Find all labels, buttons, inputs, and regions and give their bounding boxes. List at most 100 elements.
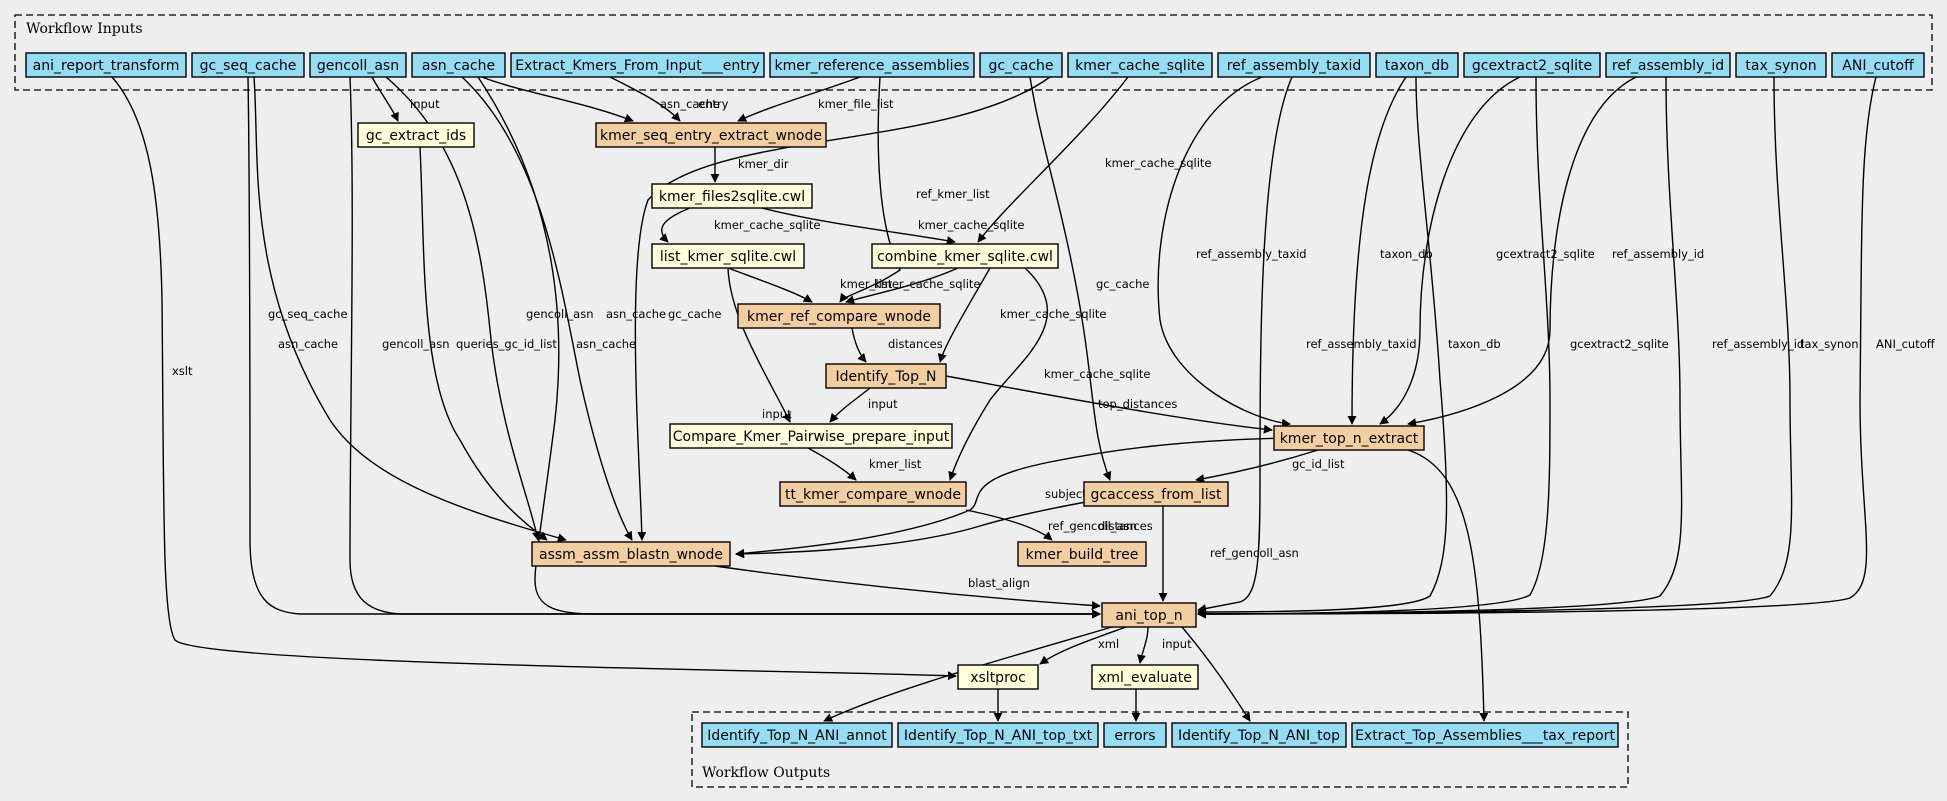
edge-line [1197, 76, 1448, 617]
step-node-kmer-files2sqlite-cwl[interactable]: kmer_files2sqlite.cwl [651, 183, 813, 209]
step-node-xml-evaluate[interactable]: xml_evaluate [1091, 664, 1199, 690]
node-box [1067, 52, 1213, 78]
edge-combine-kmer-sqlite-cwl-to-kmer-ref-compare-wnode: kmer_cache_sqlite [845, 267, 981, 305]
edge-label: ANI_cutoff [1876, 337, 1936, 351]
step-node-gc-extract-ids[interactable]: gc_extract_ids [357, 122, 475, 148]
edge-taxon-db-to-kmer-top-n-extract: taxon_db [1347, 76, 1433, 425]
input-node-gc-seq-cache[interactable]: gc_seq_cache [191, 52, 305, 78]
step-node-kmer-ref-compare-wnode[interactable]: kmer_ref_compare_wnode [737, 303, 941, 329]
edge-label: kmer_list [869, 457, 922, 471]
input-node-ref-assembly-id[interactable]: ref_assembly_id [1605, 52, 1731, 78]
edge-ref-assembly-taxid-to-kmer-top-n-extract: ref_assembly_taxid [1157, 76, 1307, 428]
edge-label: asn_cache [660, 97, 720, 111]
node-box [25, 52, 187, 78]
edge-label: tax_synon [1800, 337, 1859, 351]
input-node-ani-report-transform[interactable]: ani_report_transform [25, 52, 187, 78]
node-box [1605, 52, 1731, 78]
node-label: errors [1114, 728, 1155, 744]
input-node-tax-synon[interactable]: tax_synon [1735, 52, 1827, 78]
step-node-identify-top-n[interactable]: Identify_Top_N [825, 363, 947, 389]
output-node-errors[interactable]: errors [1103, 722, 1167, 748]
edge-label: gencoll_asn [382, 337, 450, 351]
step-node-list-kmer-sqlite-cwl[interactable]: list_kmer_sqlite.cwl [651, 243, 805, 269]
edge-line [823, 626, 1113, 722]
output-node-identify-top-n-ani-top-txt[interactable]: Identify_Top_N_ANI_top_txt [897, 722, 1099, 748]
step-node-assm-assm-blastn-wnode[interactable]: assm_assm_blastn_wnode [531, 541, 731, 567]
edge-line [948, 267, 1048, 481]
input-node-gc-cache[interactable]: gc_cache [979, 52, 1063, 78]
edge-label: entry [698, 97, 729, 111]
edge-label: input [762, 407, 792, 421]
output-node-identify-top-n-ani-annot[interactable]: Identify_Top_N_ANI_annot [701, 722, 893, 748]
node-box [701, 722, 893, 748]
step-node-combine-kmer-sqlite-cwl[interactable]: combine_kmer_sqlite.cwl [871, 243, 1059, 269]
edge-line [1039, 626, 1127, 665]
node-box [651, 243, 805, 269]
node-label: kmer_build_tree [1026, 547, 1139, 563]
node-box [411, 52, 506, 78]
edge-line [481, 76, 634, 123]
node-label: xsltproc [970, 670, 1026, 686]
node-box [1171, 722, 1347, 748]
input-node-ref-assembly-taxid[interactable]: ref_assembly_taxid [1217, 52, 1371, 78]
edge-line [349, 76, 1101, 619]
node-box [357, 122, 475, 148]
edge-gc-seq-cache-to-ani-top-n: asn_cache [247, 76, 1101, 619]
input-node-taxon-db[interactable]: taxon_db [1375, 52, 1459, 78]
step-node-tt-kmer-compare-wnode[interactable]: tt_kmer_compare_wnode [779, 481, 967, 507]
edge-compare-kmer-pairwise-prepare-input-to-tt-kmer-compare-wnode: kmer_list [807, 447, 922, 481]
output-node-extract-top-assemblies-tax-report[interactable]: Extract_Top_Assemblies___tax_report [1351, 722, 1619, 748]
edge-line [1137, 626, 1149, 664]
node-box [1017, 541, 1147, 567]
edge-kmer-top-n-extract-to-extract-top-assemblies-tax-report [1407, 449, 1489, 722]
node-label: asn_cache [422, 58, 495, 74]
edge-kmer-seq-entry-extract-wnode-to-kmer-files2sqlite-cwl: kmer_dir [710, 147, 789, 183]
input-node-extract-kmers-from-input-entry[interactable]: Extract_Kmers_From_Input___entry [510, 52, 765, 78]
step-node-xsltproc[interactable]: xsltproc [957, 664, 1039, 690]
output-node-identify-top-n-ani-top[interactable]: Identify_Top_N_ANI_top [1171, 722, 1347, 748]
edge-line [727, 267, 791, 423]
step-node-kmer-top-n-extract[interactable]: kmer_top_n_extract [1273, 425, 1425, 451]
edge-line [419, 146, 548, 541]
edge-line [1197, 76, 1877, 619]
node-label: kmer_cache_sqlite [1075, 58, 1205, 74]
input-node-ani-cutoff[interactable]: ANI_cutoff [1831, 52, 1925, 78]
edge-ani-top-n-to-xsltproc: xml [1039, 626, 1127, 665]
edge-line [727, 267, 813, 303]
step-node-compare-kmer-pairwise-prepare-input[interactable]: Compare_Kmer_Pairwise_prepare_input [669, 423, 953, 449]
input-node-gencoll-asn[interactable]: gencoll_asn [309, 52, 407, 78]
node-label: list_kmer_sqlite.cwl [660, 249, 796, 265]
step-node-ani-top-n[interactable]: ani_top_n [1101, 602, 1197, 628]
input-node-kmer-cache-sqlite[interactable]: kmer_cache_sqlite [1067, 52, 1213, 78]
node-box [1101, 602, 1197, 628]
edge-line [945, 375, 1273, 434]
input-node-kmer-reference-assemblies[interactable]: kmer_reference_assemblies [769, 52, 975, 78]
node-label: assm_assm_blastn_wnode [539, 547, 723, 563]
edge-label: gcextract2_sqlite [1570, 337, 1669, 351]
outputs-cluster [691, 711, 1629, 788]
edge-label: distances [888, 337, 943, 351]
edge-gcextract2-sqlite-to-kmer-top-n-extract: gcextract2_sqlite [1379, 76, 1595, 425]
node-box [779, 481, 967, 507]
step-node-gcaccess-from-list[interactable]: gcaccess_from_list [1083, 481, 1229, 507]
edge-gcextract2-sqlite-to-ani-top-n: gcextract2_sqlite [1197, 76, 1669, 619]
edge-identify-top-n-to-compare-kmer-pairwise-prepare-input: input [829, 387, 898, 423]
edge-line [1197, 76, 1551, 619]
edge-ani-top-n-to-identify-top-n-ani-annot [823, 626, 1113, 722]
edge-line [735, 497, 1109, 559]
edge-label: asn_cache [576, 337, 636, 351]
input-node-asn-cache[interactable]: asn_cache [411, 52, 506, 78]
step-node-kmer-seq-entry-extract-wnode[interactable]: kmer_seq_entry_extract_wnode [595, 122, 827, 148]
input-node-gcextract2-sqlite[interactable]: gcextract2_sqlite [1463, 52, 1601, 78]
node-label: kmer_reference_assemblies [775, 58, 970, 74]
node-label: gc_seq_cache [200, 58, 297, 74]
edge-line [1181, 626, 1251, 722]
edge-kmer-cache-sqlite-to-combine-kmer-sqlite-cwl: kmer_cache_sqlite [977, 76, 1212, 243]
node-box [1091, 664, 1199, 690]
step-node-kmer-build-tree[interactable]: kmer_build_tree [1017, 541, 1147, 567]
edge-label: kmer_cache_sqlite [874, 277, 981, 291]
edge-ref-assembly-taxid-to-ani-top-n: ref_assembly_taxid [1197, 76, 1417, 613]
edge-taxon-db-to-ani-top-n: taxon_db [1197, 76, 1501, 617]
edge-line [371, 76, 399, 122]
node-label: tax_synon [1745, 58, 1816, 74]
